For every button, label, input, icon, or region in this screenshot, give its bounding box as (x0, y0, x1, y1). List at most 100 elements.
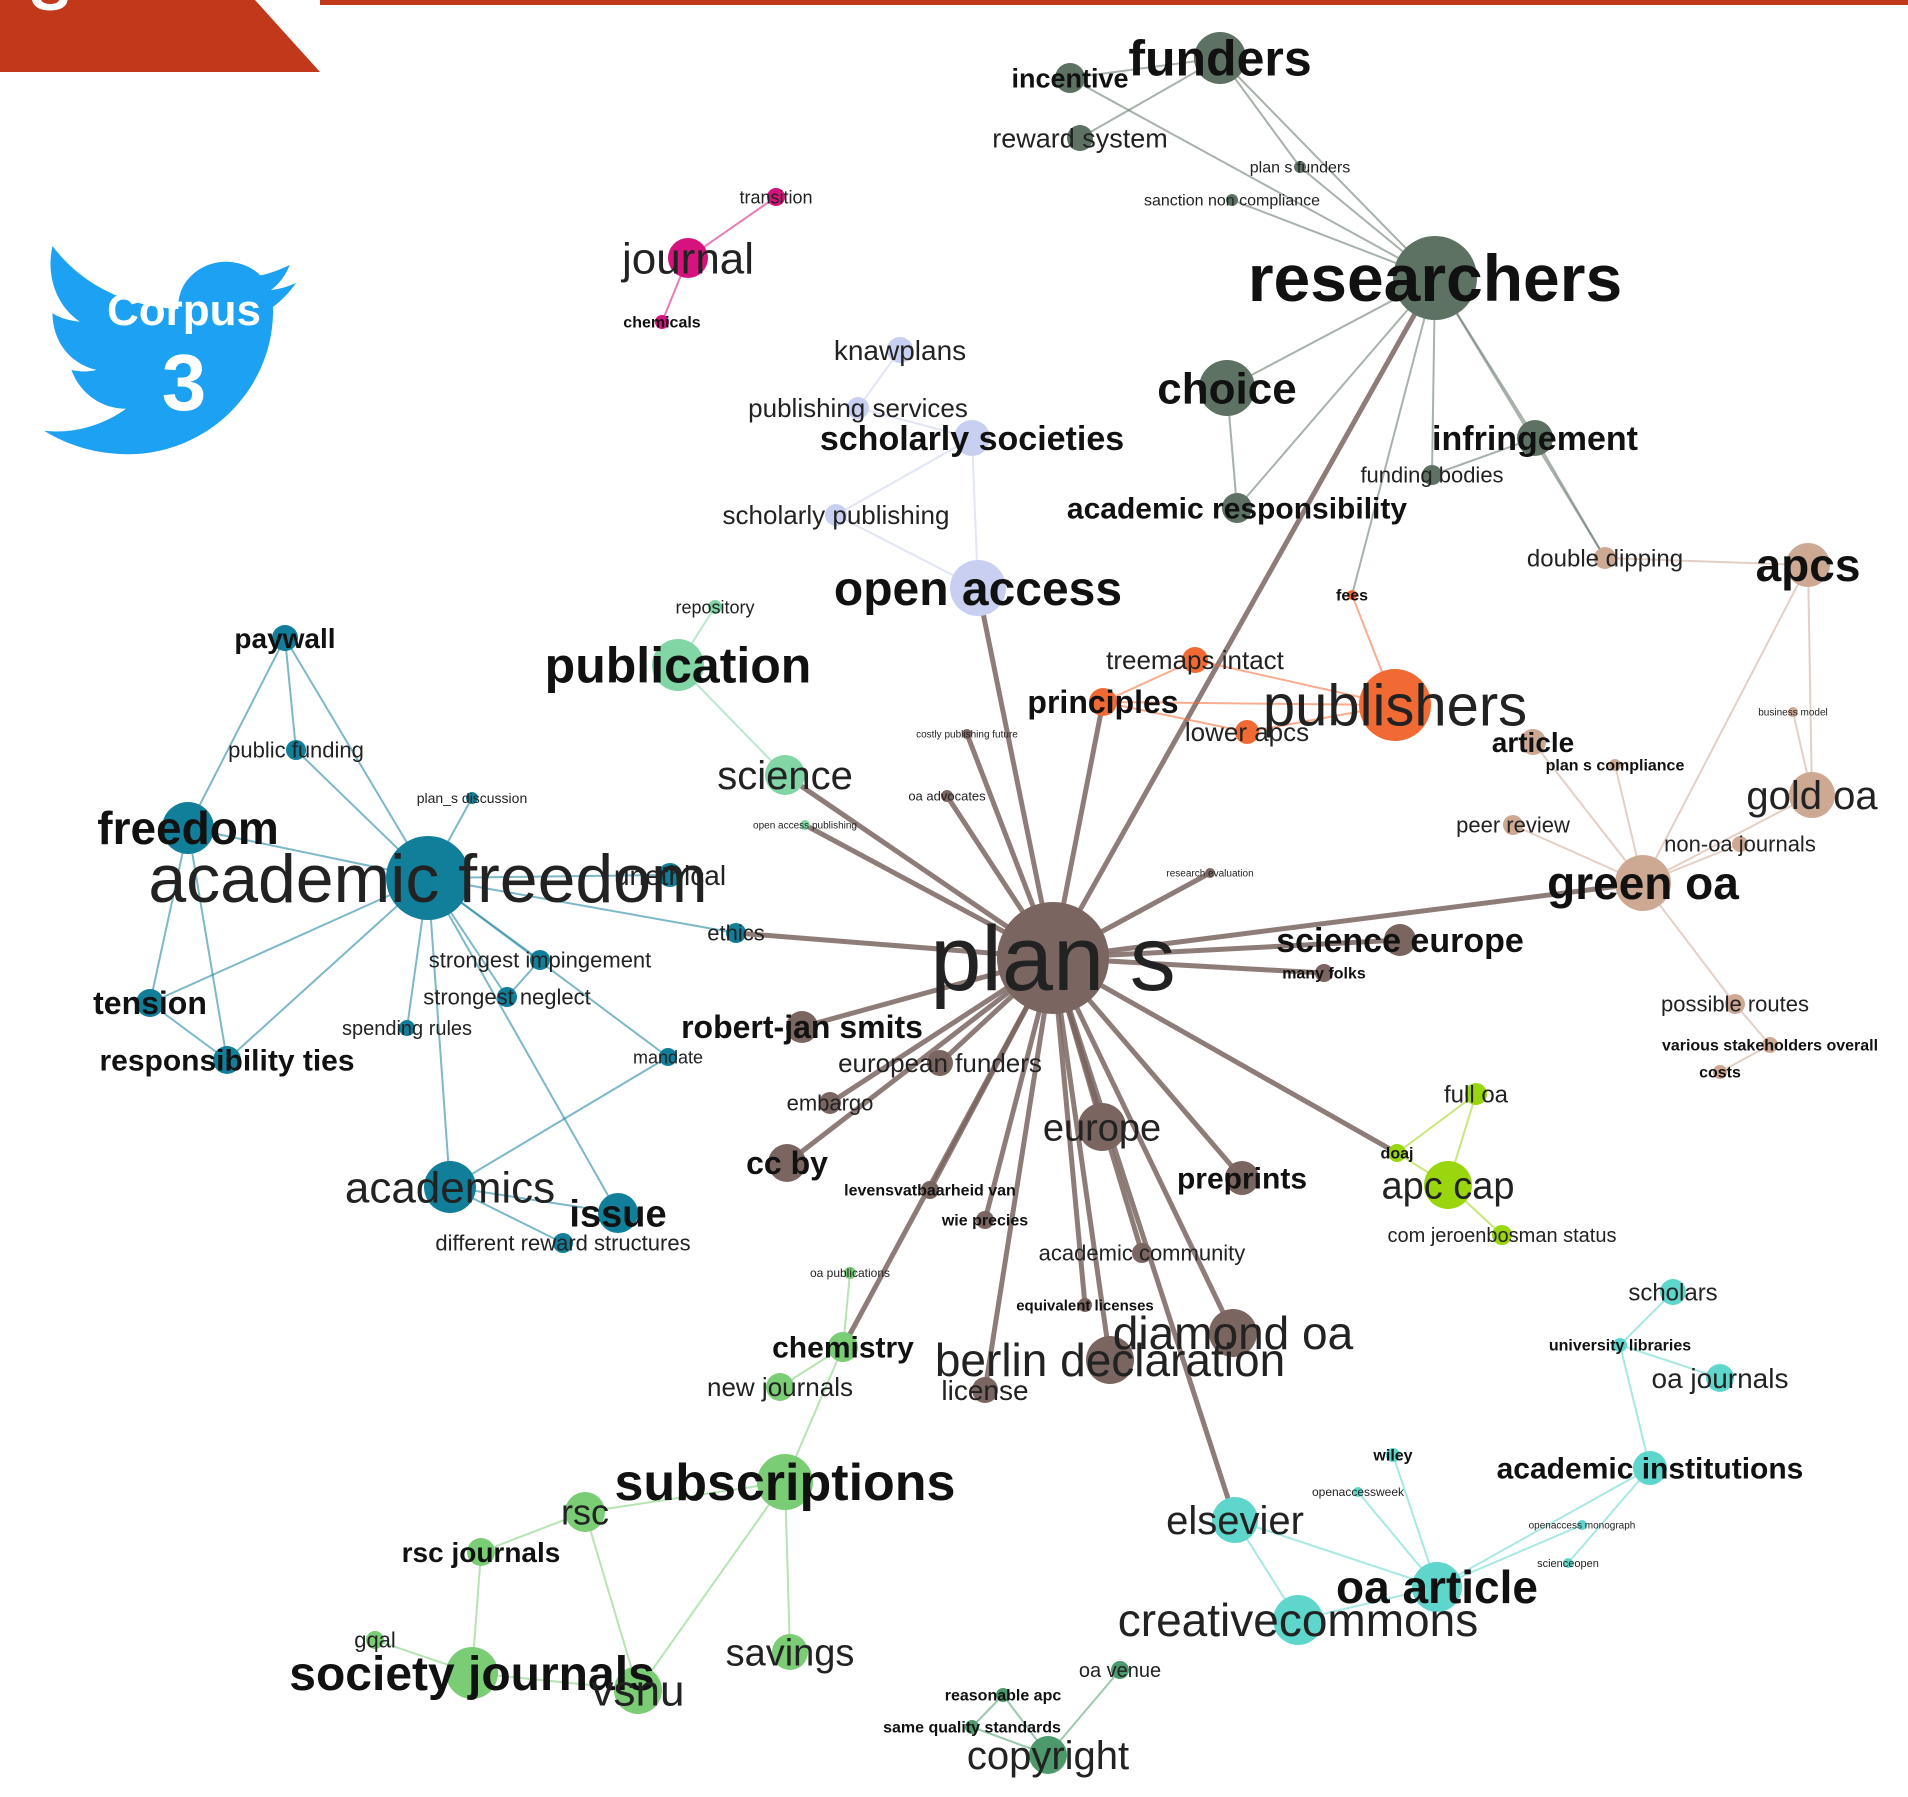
label-creativecommons: creativecommons (1118, 1594, 1478, 1646)
edge-researchers-to-fees (1351, 277, 1436, 596)
edge-funders-to-reward-system (1079, 57, 1221, 139)
label-oa-journals: oa journals (1652, 1363, 1789, 1394)
node-non-oa-journals (1732, 836, 1748, 852)
label-peer-review: peer review (1456, 813, 1570, 838)
edge-society-journals-to-vsnu (471, 1672, 639, 1691)
label-european-funders: european funders (838, 1048, 1042, 1078)
edge-elsevier-to-plan-s (1050, 957, 1238, 1521)
node-academics (424, 1161, 476, 1213)
node-embargo (819, 1092, 841, 1114)
edge-academic-freedom-to-mandate (427, 877, 669, 1058)
node-research-evaluation (1205, 868, 1215, 878)
edge-subscriptions-to-savings (784, 1481, 791, 1653)
node-fees (1347, 590, 1357, 600)
node-equivalent-licenses (1078, 1298, 1092, 1312)
label-unethical: unethical (614, 860, 726, 891)
banner-corner-letter: S (30, 0, 70, 23)
node-academic-freedom (386, 836, 470, 920)
node-openaccess-monograph (1577, 1520, 1587, 1530)
label-science-europe: science europe (1276, 922, 1524, 960)
label-knawplans: knawplans (834, 335, 966, 366)
node-berlin-declaration (1086, 1336, 1134, 1384)
node-plan-s (997, 902, 1109, 1014)
label-reward-system: reward system (992, 123, 1168, 153)
node-sanction-non-compliance (1226, 194, 1238, 206)
label-oa-advocates: oa advocates (908, 789, 986, 804)
node-apcs (1786, 543, 1830, 587)
edge-principles-to-publishers (1102, 701, 1396, 706)
label-berlin-declaration: berlin declaration (935, 1334, 1285, 1386)
label-journal: journal (620, 234, 754, 283)
label-transition: transition (739, 187, 812, 207)
node-funders (1194, 32, 1246, 84)
edge-principles-to-lower-apcs (1102, 701, 1248, 733)
node-oa-article (1412, 1562, 1462, 1612)
label-publishers: publishers (1263, 673, 1527, 738)
node-reward-system (1067, 125, 1093, 151)
node-lower-apcs (1235, 720, 1259, 744)
node-savings (772, 1634, 808, 1670)
node-different-reward-structures (553, 1233, 573, 1253)
label-sanction-non-compliance: sanction non compliance (1144, 193, 1320, 210)
node-levensvatbaarheid-van (921, 1181, 939, 1199)
edge-publishing-services-to-scholarly-societies (857, 407, 973, 439)
edge-reasonable-apc-to-same-quality-standards (971, 1694, 1004, 1728)
label-gold-oa: gold oa (1746, 774, 1878, 818)
label-academic-freedom: academic freedom (148, 841, 707, 917)
label-responsibility-ties: responsibility ties (99, 1045, 354, 1078)
label-plan-s: plan s (930, 908, 1176, 1010)
node-treemaps-intact (1182, 647, 1208, 673)
edge-scholarly-societies-to-scholarly-publishing (835, 437, 973, 516)
node-rsc-journals (467, 1538, 495, 1566)
label-scholarly-publishing: scholarly publishing (723, 500, 950, 530)
label-strongest-neglect: strongest neglect (423, 985, 591, 1010)
node-plan-s-compliance (1609, 759, 1621, 771)
label-reasonable-apc: reasonable apc (945, 1688, 1062, 1705)
edge-academic-institutions-to-scienceopen (1567, 1467, 1651, 1564)
edge-researchers-to-plan-s (1050, 276, 1438, 960)
node-publication (652, 639, 704, 691)
node-rsc (565, 1492, 605, 1532)
node-creativecommons (1273, 1595, 1323, 1645)
node-infringement (1517, 420, 1553, 456)
label-possible-routes: possible routes (1661, 992, 1809, 1017)
label-non-oa-journals: non-oa journals (1664, 832, 1816, 857)
label-repository: repository (675, 597, 754, 617)
node-scholarly-publishing (825, 504, 847, 526)
label-wiley: wiley (1372, 1448, 1412, 1465)
edge-academics-to-issue (449, 1186, 619, 1214)
edge-oa-article-to-elsevier (1234, 1519, 1438, 1588)
edge-academic-freedom-to-ethics (427, 877, 737, 934)
node-costly-publishing-future (962, 729, 972, 739)
label-chemistry: chemistry (772, 1332, 914, 1365)
node-peer-review (1503, 815, 1523, 835)
edge-university-libraries-to-academic-institutions (1619, 1344, 1651, 1469)
label-researchers: researchers (1248, 241, 1622, 315)
corpus-badge: Corpus 3 (44, 246, 297, 455)
edge-tension-to-responsibility-ties (149, 1002, 228, 1061)
node-society-journals (446, 1647, 498, 1699)
node-issue (598, 1193, 638, 1233)
node-costs (1713, 1065, 1727, 1079)
node-robert-jan-smits (786, 1011, 818, 1043)
label-plan-s-discussion: plan_s discussion (417, 790, 528, 806)
node-spending-rules (399, 1020, 415, 1036)
edge-openaccess-monograph-to-oa-article (1436, 1524, 1583, 1588)
label-license: license (941, 1375, 1028, 1406)
corpus-number: 3 (162, 338, 207, 427)
label-fees: fees (1336, 588, 1368, 605)
node-publishing-services (847, 397, 869, 419)
edge-paywall-to-academic-freedom (284, 637, 429, 879)
label-university-libraries: university libraries (1549, 1338, 1691, 1355)
label-cc-by: cc by (746, 1145, 828, 1181)
node-scienceopen (1563, 1558, 1573, 1568)
label-elsevier: elsevier (1166, 1499, 1304, 1543)
label-diamond-oa: diamond oa (1113, 1307, 1354, 1359)
label-ethics: ethics (707, 921, 764, 946)
node-scholarly-societies (954, 420, 990, 456)
node-reasonable-apc (996, 1688, 1010, 1702)
node-freedom (162, 802, 214, 854)
node-gqal (366, 1631, 384, 1649)
node-researchers (1393, 236, 1477, 320)
label-funders: funders (1128, 31, 1311, 87)
